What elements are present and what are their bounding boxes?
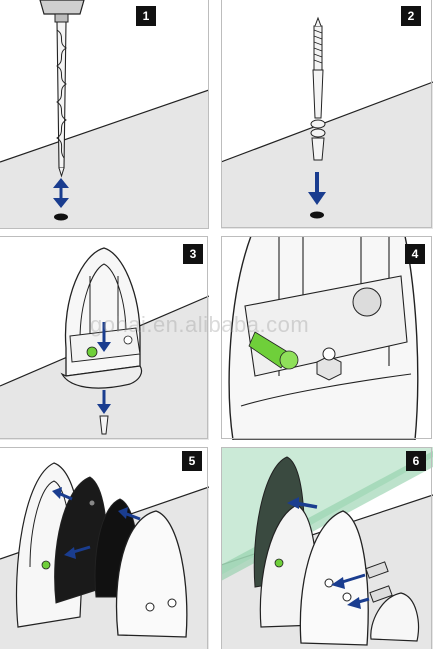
step-3-panel: 3: [0, 236, 209, 440]
step-2-badge: 2: [401, 6, 421, 26]
tighten-fixing-illustration: [221, 236, 433, 440]
step-5-frame: [0, 447, 208, 649]
step-2-frame: [221, 0, 432, 228]
step-6-frame: [221, 447, 432, 649]
watermark: gohai.en.alibaba.com: [90, 312, 310, 337]
step-6-badge: 6: [406, 451, 426, 471]
step-6-panel: 6: [221, 447, 433, 649]
step-5-panel: 5: [0, 447, 209, 649]
step-2-panel: 2: [221, 0, 433, 229]
drill-illustration: [0, 0, 209, 229]
glass-screws-illustration: [221, 447, 433, 649]
step-5-badge: 5: [182, 451, 202, 471]
gasket-cover-illustration: [0, 462, 209, 649]
step-1-badge: 1: [136, 6, 156, 26]
anchor-illustration: [221, 16, 433, 229]
step-3-frame: [0, 236, 208, 439]
step-1-frame: [0, 0, 209, 229]
step-3-badge: 3: [183, 244, 203, 264]
step-4-badge: 4: [405, 244, 425, 264]
step-4-panel: 4: [221, 236, 433, 440]
bracket-screw-illustration: [0, 247, 209, 440]
step-1-panel: 1: [0, 0, 209, 229]
step-4-frame: [221, 236, 432, 439]
